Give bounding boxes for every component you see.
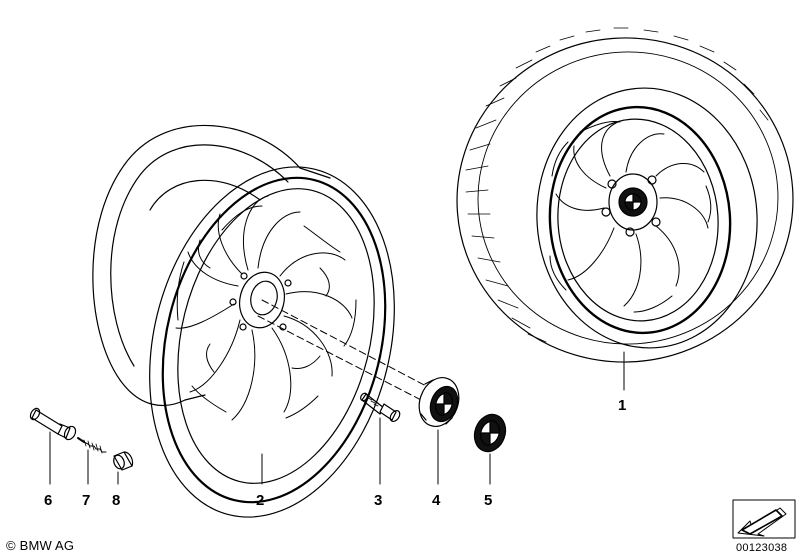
callout-2: 2: [256, 492, 265, 509]
callout-5: 5: [484, 492, 493, 509]
hub-cap: [418, 377, 460, 427]
wheel-bolt: [360, 392, 401, 423]
callout-8: 8: [112, 492, 121, 509]
alloy-rim: [92, 124, 395, 518]
valve-core: [77, 437, 107, 454]
diagram-part-number: 00123038: [736, 542, 788, 554]
callout-4: 4: [432, 492, 441, 509]
callout-3: 3: [374, 492, 383, 509]
copyright-notice: © BMW AG: [6, 538, 75, 553]
valve-cap: [113, 451, 134, 471]
leader-lines: [49, 351, 625, 485]
callout-6: 6: [44, 492, 53, 509]
assembly-axis: [257, 299, 431, 403]
complete-wheel-with-tyre: [456, 27, 794, 363]
emblem-badge: [473, 413, 507, 453]
valve: [29, 407, 77, 441]
callout-1: 1: [618, 397, 627, 414]
direction-arrow-icon: [732, 499, 796, 539]
callout-7: 7: [82, 492, 91, 509]
